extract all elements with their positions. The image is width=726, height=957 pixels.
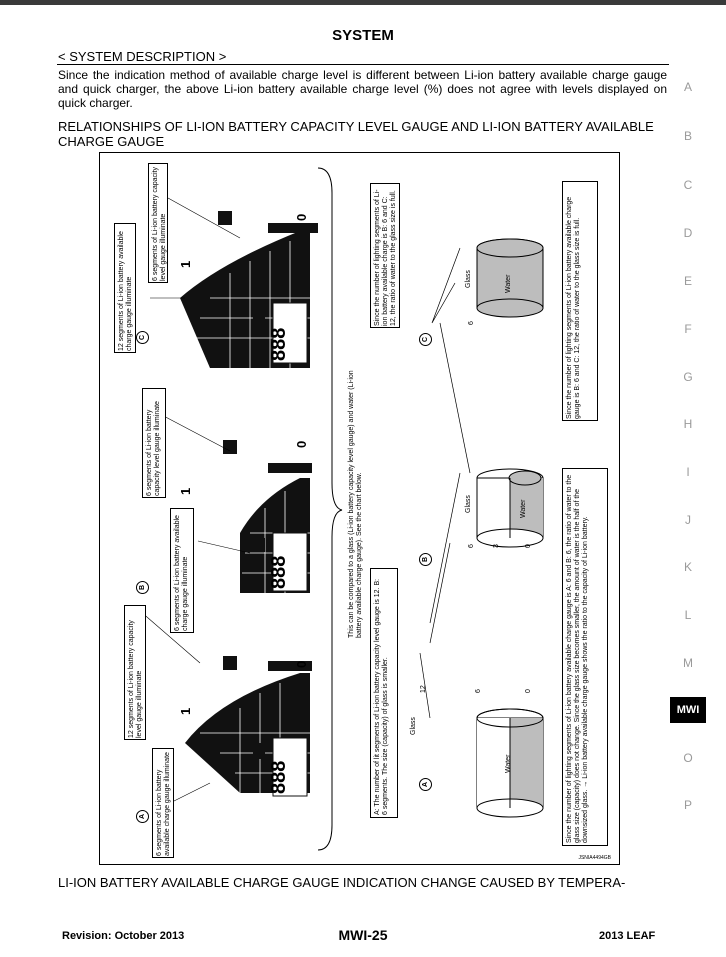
gauge-b-display: 888 xyxy=(268,555,290,589)
index-letter-p[interactable]: P xyxy=(683,798,692,812)
scale-b-0: 0 xyxy=(525,544,532,548)
scale-a-0: 0 xyxy=(525,689,532,693)
index-letter-m[interactable]: M xyxy=(683,656,693,670)
scale-b-6: 6 xyxy=(468,544,475,548)
callout-b-capacity: 6 segments of Li-ion battery capacity le… xyxy=(142,388,166,498)
index-letter-j[interactable]: J xyxy=(685,513,691,527)
figure-id: JSNIA4494GB xyxy=(578,855,611,861)
brace xyxy=(317,167,343,851)
index-letter-k[interactable]: K xyxy=(683,560,692,574)
gauge-c-label-zero: 0 xyxy=(294,213,309,221)
glass-b-label: Glass xyxy=(465,495,472,513)
gauge-a-label-one: 1 xyxy=(178,707,193,715)
glass-c-label: Glass xyxy=(465,270,472,288)
glass-a xyxy=(476,708,544,818)
index-letter-d[interactable]: D xyxy=(683,226,693,240)
gauge-a-label-zero: 0 xyxy=(294,660,309,668)
section-label: < SYSTEM DESCRIPTION > xyxy=(58,49,227,64)
scale-b-3: 3 xyxy=(493,544,500,548)
gauge-c-display: 888 xyxy=(268,327,290,361)
callout-c-available: 12 segments of Li-ion battery available … xyxy=(114,223,136,353)
index-letter-e[interactable]: E xyxy=(683,274,692,288)
section-heading: RELATIONSHIPS OF LI-ION BATTERY CAPACITY… xyxy=(58,119,654,149)
index-letter-l[interactable]: L xyxy=(684,608,692,622)
index-letter-h[interactable]: H xyxy=(683,417,693,431)
top-bar xyxy=(0,0,726,5)
footer-revision: Revision: October 2013 xyxy=(62,930,185,942)
callout-a-available: 6 segments of Li-ion battery available c… xyxy=(152,748,174,858)
footer-page-number: MWI-25 xyxy=(338,927,388,943)
gauge-b-label-zero: 0 xyxy=(294,440,309,448)
glass-marker-c: C xyxy=(419,333,432,346)
index-letter-f[interactable]: F xyxy=(684,322,692,336)
index-letter-o[interactable]: O xyxy=(683,751,693,765)
glass-marker-a: A xyxy=(419,778,432,791)
note-c-bottom-box: Since the number of lighting segments of… xyxy=(562,181,598,421)
scale-a-12: 12 xyxy=(420,685,427,693)
water-a-label: Water xyxy=(505,754,512,773)
marker-a: A xyxy=(136,810,149,823)
glass-a-label: Glass xyxy=(410,717,417,735)
scale-c-6: 6 xyxy=(468,321,475,325)
gauge-a-display: 888 xyxy=(268,760,290,794)
gauge-c-graphic xyxy=(180,211,318,368)
next-section-heading: LI-ION BATTERY AVAILABLE CHARGE GAUGE IN… xyxy=(58,875,626,890)
marker-b: B xyxy=(136,581,149,594)
gauge-c-label-one: 1 xyxy=(178,260,193,268)
gauge-figure: A B C A B C 6 segments of Li-ion battery… xyxy=(99,152,620,865)
glass-c xyxy=(476,238,544,318)
index-letter-i[interactable]: I xyxy=(686,465,690,479)
index-letter-g[interactable]: G xyxy=(683,370,693,384)
callout-b-available: 6 segments of Li-ion battery available c… xyxy=(170,508,194,633)
index-letter-c[interactable]: C xyxy=(683,178,693,192)
gauge-a-graphic xyxy=(185,656,312,797)
gauge-b-label-one: 1 xyxy=(178,487,193,495)
scale-a-6: 6 xyxy=(475,689,482,693)
gauge-b-graphic xyxy=(223,440,312,593)
footer-model: 2013 LEAF xyxy=(599,930,656,942)
note-a-bottom-box: Since the number of lighting segments of… xyxy=(562,468,608,846)
glass-marker-b: B xyxy=(419,553,432,566)
note-c-box: Since the number of lighting segments of… xyxy=(370,183,400,328)
compare-note: This can be compared to a glass (Li-ion … xyxy=(348,370,363,638)
marker-c: C xyxy=(136,331,149,344)
callout-c-capacity: 6 segments of Li-ion battery capacity le… xyxy=(148,163,168,283)
header-rule xyxy=(57,64,669,65)
callout-a-capacity: 12 segments of Li-ion battery capacity l… xyxy=(124,605,146,740)
figure-graphics xyxy=(139,167,544,851)
index-letter-b[interactable]: B xyxy=(683,129,692,143)
glass-b xyxy=(476,468,544,548)
water-b-label: Water xyxy=(520,499,527,518)
water-c-label: Water xyxy=(505,274,512,293)
index-tab-mwi[interactable]: MWI xyxy=(670,697,706,723)
note-ab-box: A: The number of lit segments of Li-ion … xyxy=(370,568,398,818)
index-letter-a[interactable]: A xyxy=(683,80,692,94)
intro-paragraph: Since the indication method of available… xyxy=(58,68,667,110)
page-header-title: SYSTEM xyxy=(332,27,394,44)
